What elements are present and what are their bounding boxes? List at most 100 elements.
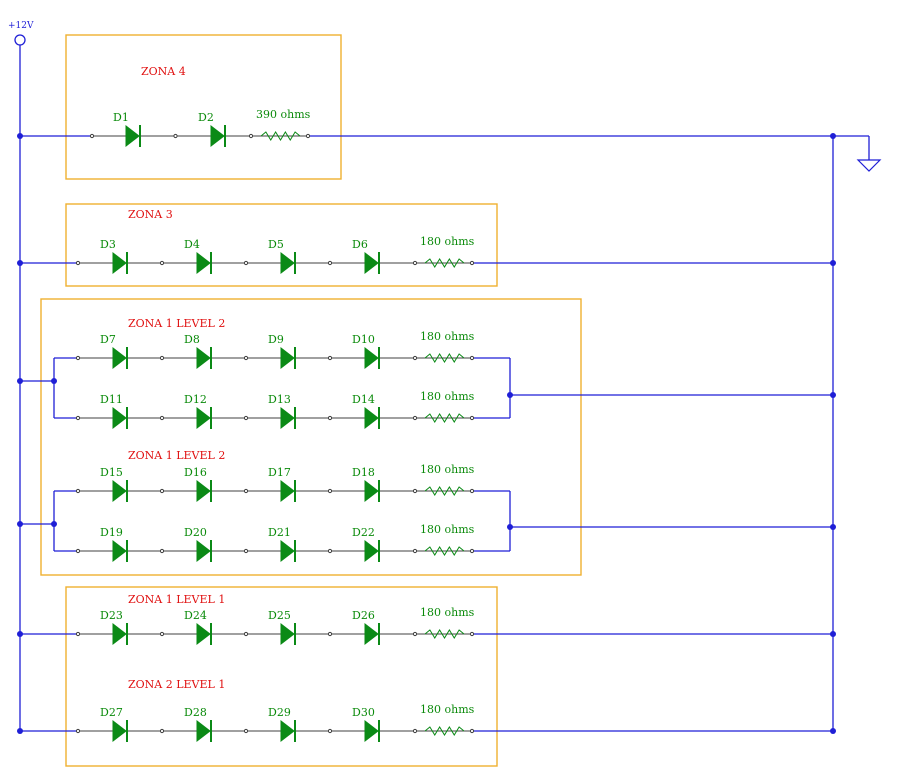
diode-label: D3 xyxy=(100,238,116,251)
diode-d18 xyxy=(364,479,380,503)
component-pin xyxy=(159,488,165,494)
diode-label: D13 xyxy=(268,393,291,406)
zone-label: ZONA 2 LEVEL 1 xyxy=(128,678,225,691)
diode-triangle-icon xyxy=(196,406,211,430)
diode-label: D12 xyxy=(184,393,207,406)
resistor-label: 180 ohms xyxy=(420,703,475,716)
diode-label: D15 xyxy=(100,466,123,479)
diode-triangle-icon xyxy=(280,719,295,743)
diode-d24 xyxy=(196,622,212,646)
resistor-zigzag-icon xyxy=(424,546,465,556)
resistor xyxy=(424,629,465,639)
diode-d15 xyxy=(112,479,128,503)
component-pin xyxy=(159,260,165,266)
diode-label: D20 xyxy=(184,526,207,539)
junction-dot xyxy=(17,728,23,734)
diode-label: D2 xyxy=(198,111,214,124)
diode-triangle-icon xyxy=(364,479,379,503)
diode-label: D6 xyxy=(352,238,368,251)
diode-triangle-icon xyxy=(196,622,211,646)
resistor-label: 180 ohms xyxy=(420,235,475,248)
diode-triangle-icon xyxy=(364,346,379,370)
resistor-zigzag-icon xyxy=(424,726,465,736)
diode-label: D26 xyxy=(352,609,375,622)
diode-triangle-icon xyxy=(280,406,295,430)
diode-d6 xyxy=(364,251,380,275)
component-pin xyxy=(243,488,249,494)
diode-label: D21 xyxy=(268,526,291,539)
component-pin xyxy=(327,488,333,494)
diode-label: D27 xyxy=(100,706,123,719)
zone-label: ZONA 3 xyxy=(128,208,173,221)
supply-terminal-icon xyxy=(14,34,26,46)
component-pin xyxy=(248,133,254,139)
component-pin xyxy=(327,728,333,734)
diode-triangle-icon xyxy=(112,719,127,743)
component-pin xyxy=(243,548,249,554)
diode-label: D9 xyxy=(268,333,284,346)
diode-label: D30 xyxy=(352,706,375,719)
resistor xyxy=(424,546,465,556)
diode-triangle-icon xyxy=(280,479,295,503)
resistor-zigzag-icon xyxy=(260,131,301,141)
resistor-zigzag-icon xyxy=(424,629,465,639)
diode-d10 xyxy=(364,346,380,370)
diode-label: D14 xyxy=(352,393,375,406)
zone-box xyxy=(65,586,498,767)
diode-d22 xyxy=(364,539,380,563)
junction-dot xyxy=(830,631,836,637)
diode-d17 xyxy=(280,479,296,503)
diode-triangle-icon xyxy=(196,539,211,563)
diode-d7 xyxy=(112,346,128,370)
diode-triangle-icon xyxy=(112,539,127,563)
diode-triangle-icon xyxy=(196,479,211,503)
resistor xyxy=(424,413,465,423)
component-pin xyxy=(243,415,249,421)
junction-dot xyxy=(507,392,513,398)
junction-dot xyxy=(17,260,23,266)
component-pin xyxy=(469,631,475,637)
diode-label: D7 xyxy=(100,333,116,346)
diode-d29 xyxy=(280,719,296,743)
component-pin xyxy=(412,415,418,421)
wires xyxy=(14,34,882,734)
junction-dot xyxy=(830,728,836,734)
diode-label: D19 xyxy=(100,526,123,539)
zone-box xyxy=(65,203,498,287)
zone-boxes xyxy=(40,34,582,767)
resistor-zigzag-icon xyxy=(424,413,465,423)
diode-d25 xyxy=(280,622,296,646)
diode-label: D24 xyxy=(184,609,207,622)
diode-label: D5 xyxy=(268,238,284,251)
component-pin xyxy=(412,631,418,637)
resistor-label: 180 ohms xyxy=(420,523,475,536)
component-pin xyxy=(173,133,178,139)
component-pin xyxy=(412,488,418,494)
component-pin xyxy=(469,548,475,554)
component-pin xyxy=(75,260,81,266)
diode-label: D28 xyxy=(184,706,207,719)
diode-label: D4 xyxy=(184,238,200,251)
junction-dot xyxy=(830,133,836,139)
diode-triangle-icon xyxy=(364,622,379,646)
diode-d14 xyxy=(364,406,380,430)
diode-d27 xyxy=(112,719,128,743)
diode-triangle-icon xyxy=(280,251,295,275)
component-pin xyxy=(159,415,165,421)
junction-dot xyxy=(830,392,836,398)
diode-d21 xyxy=(280,539,296,563)
diode-d12 xyxy=(196,406,212,430)
junction-dot xyxy=(51,378,57,384)
diode-triangle-icon xyxy=(280,346,295,370)
diode-d9 xyxy=(280,346,296,370)
zone-box xyxy=(65,34,342,180)
diode-label: D23 xyxy=(100,609,123,622)
diode-triangle-icon xyxy=(364,406,379,430)
component-pin xyxy=(469,728,475,734)
component-pin xyxy=(327,355,333,361)
diode-label: D8 xyxy=(184,333,200,346)
diode-triangle-icon xyxy=(112,406,127,430)
resistor xyxy=(424,726,465,736)
component-pin xyxy=(327,260,333,266)
